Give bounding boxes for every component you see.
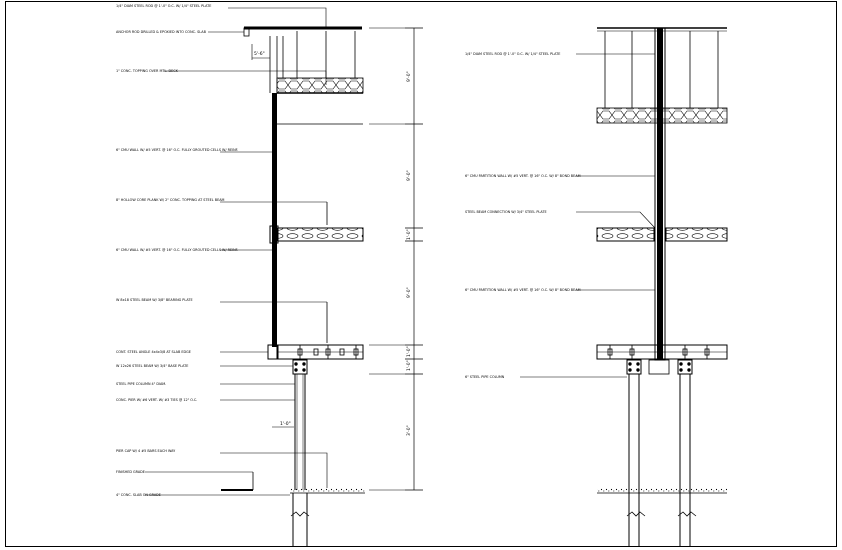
left-notes: 1/4" DIAM STEEL ROD @ 1'-0" O.C. W/ 1/4"… [116, 4, 238, 497]
right-notes: 1/4" DIAM STEEL ROD @ 1'-0" O.C. W/ 1/4"… [465, 52, 581, 379]
note-right-cmu-upper: 6" CMU PARTITION WALL W/ #5 VERT. @ 16" … [465, 174, 581, 178]
left-dimension-string [369, 27, 423, 491]
note-conc-pier: CONC. PIER W/ #6 VERT. W/ #3 TIES @ 12" … [116, 398, 197, 402]
dim-canopy: 5'-6" [254, 51, 265, 57]
note-steel-beam: W 8x18 STEEL BEAM W/ 3/8" BEARING PLATE [116, 298, 193, 302]
note-right-pipe-column: 6" STEEL PIPE COLUMN [465, 375, 505, 379]
note-pier-cap: PIER CAP W/ 4 #5 BARS EACH WAY [116, 449, 176, 453]
dim-pier-cap: 1'-0" [406, 360, 412, 371]
note-slab-on-grade: 4" CONC. SLAB ON GRADE [116, 493, 161, 497]
dim-ground-beam: 1'-0" [406, 346, 412, 357]
dim-floor-slab: 1'-0" [406, 229, 412, 240]
left-section [221, 26, 365, 546]
note-cmu-wall-upper: 6" CMU WALL W/ #5 VERT. @ 16" O.C. FULLY… [116, 148, 238, 152]
drawing-border [5, 1, 837, 547]
dimension-labels: 5'-6" 9'-0" 9'-0" 1'-0" 9'-0" 1'-0" 1'-0… [254, 51, 412, 436]
note-finished-grade: FINISHED GRADE [116, 470, 145, 474]
note-steel-rod: 1/4" DIAM STEEL ROD @ 1'-0" O.C. W/ 1/4"… [116, 4, 211, 8]
note-steel-angle: CONT. STEEL ANGLE 4x4x3/8 AT SLAB EDGE [116, 350, 191, 354]
dim-upper-story: 9'-0" [406, 170, 412, 181]
right-section [596, 27, 728, 546]
dim-roof-level: 9'-0" [406, 71, 412, 82]
left-leaders [145, 7, 328, 496]
note-base-plate: W 12x26 STEEL BEAM W/ 3/4" BASE PLATE [116, 364, 188, 368]
dim-lower-story: 9'-0" [406, 287, 412, 298]
note-cmu-wall-lower: 6" CMU WALL W/ #5 VERT. @ 16" O.C. FULLY… [116, 248, 238, 252]
note-right-steel-rod: 1/4" DIAM STEEL ROD @ 1'-0" O.C. W/ 1/4"… [465, 52, 560, 56]
right-leaders [520, 53, 656, 378]
note-conc-topping: 1" CONC. TOPPING OVER MTL. DECK [116, 69, 179, 73]
note-hollow-core: 8" HOLLOW CORE PLANK W/ 2" CONC. TOPPING… [116, 198, 225, 202]
dim-crawlspace: 3'-0" [406, 425, 412, 436]
dim-pier-offset: 1'-0" [280, 421, 291, 427]
note-pipe-column: STEEL PIPE COLUMN 4" DIAM. [116, 382, 166, 386]
note-right-cmu-lower: 6" CMU PARTITION WALL W/ #5 VERT. @ 16" … [465, 288, 581, 292]
note-right-beam-conn: STEEL BEAM CONNECTION W/ 3/4" STEEL PLAT… [465, 210, 547, 214]
note-anchor-rod: ANCHOR ROD DRILLED & EPOXIED INTO CONC. … [116, 30, 207, 34]
